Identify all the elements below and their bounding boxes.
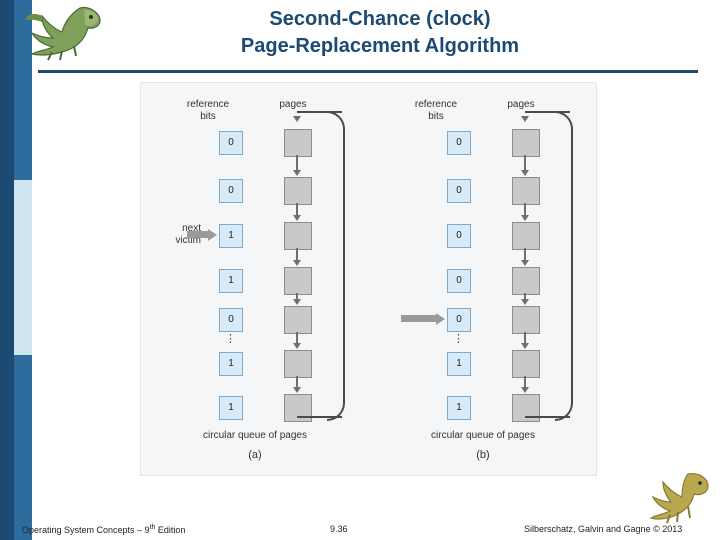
panel-a-page-box-0 xyxy=(284,129,312,157)
footer-left-sup: th xyxy=(149,524,156,531)
panel-a-ref-bit-5: 1 xyxy=(219,352,243,376)
figure-second-chance-diagram: reference bits pages 0 0 1 1 0 1 1 ⋮ ⋮ xyxy=(140,82,597,476)
panel-a-pages-header: pages xyxy=(279,99,307,110)
panel-a-loop-arrow xyxy=(293,116,301,122)
panel-a-connector-4 xyxy=(296,332,298,344)
panel-a-ref-bits-ellipsis: ⋮ xyxy=(225,333,236,345)
panel-a-page-box-3 xyxy=(284,267,312,295)
footer-copyright: Silberschatz, Galvin and Gagne © 2013 xyxy=(524,524,683,534)
panel-b-connector-4 xyxy=(524,332,526,344)
page-title-line2: Page-Replacement Algorithm xyxy=(240,35,520,57)
panel-a-ref-bit-0: 0 xyxy=(219,131,243,155)
panel-a-arrow-5 xyxy=(293,387,301,393)
panel-b-loop-top xyxy=(525,111,570,113)
panel-a-loop-right xyxy=(327,111,345,421)
panel-a-caption-queue: circular queue of pages xyxy=(203,430,307,441)
panel-b-connector-3 xyxy=(524,293,526,300)
panel-b-arrow-0 xyxy=(521,170,529,176)
panel-b-ref-bit-3: 0 xyxy=(447,269,471,293)
panel-a-caption-label: (a) xyxy=(248,449,262,461)
panel-a-page-box-1 xyxy=(284,177,312,205)
panel-b-next-victim-arrow-icon xyxy=(401,313,445,325)
panel-a-ref-bit-1: 0 xyxy=(219,179,243,203)
panel-b-ref-bit-5: 1 xyxy=(447,352,471,376)
panel-a-arrow-3 xyxy=(293,299,301,305)
panel-a-page-box-5 xyxy=(284,350,312,378)
footer-left: Operating System Concepts – 9th Edition xyxy=(22,524,185,535)
panel-b-page-box-0 xyxy=(512,129,540,157)
panel-a-loop-bottom xyxy=(297,416,342,418)
panel-a-next-victim-arrow-icon xyxy=(187,229,217,241)
panel-b-pages-header: pages xyxy=(507,99,535,110)
left-accent-bar-mid-bottom xyxy=(14,355,32,540)
panel-a-reference-bits-header: reference bits xyxy=(186,99,230,122)
panel-b-connector-2 xyxy=(524,248,526,261)
panel-b-page-box-4 xyxy=(512,306,540,334)
dinosaur-footer-icon xyxy=(649,473,709,524)
page-title: Second-Chance (clock) Page-Replacement A… xyxy=(120,6,640,60)
panel-b-ref-bit-0: 0 xyxy=(447,131,471,155)
panel-b-page-box-3 xyxy=(512,267,540,295)
panel-a-arrow-1 xyxy=(293,215,301,221)
panel-b-loop-bottom xyxy=(525,416,570,418)
panel-b-caption-label: (b) xyxy=(476,449,490,461)
panel-a-connector-1 xyxy=(296,203,298,216)
panel-b-arrow-4 xyxy=(521,343,529,349)
figure-panel-b: reference bits pages 0 0 0 0 0 1 1 ⋮ ⋮ xyxy=(369,83,596,475)
panel-b-page-box-5 xyxy=(512,350,540,378)
panel-b-arrow-5 xyxy=(521,387,529,393)
panel-a-next-victim-label: next victim xyxy=(175,223,201,246)
panel-a-ref-bit-4: 0 xyxy=(219,308,243,332)
panel-a-connector-5 xyxy=(296,376,298,388)
left-accent-bar-dark xyxy=(0,0,14,540)
panel-b-connector-5 xyxy=(524,376,526,388)
footer-left-tail: Edition xyxy=(155,525,186,535)
page-title-line1: Second-Chance (clock) xyxy=(269,8,491,30)
panel-a-arrow-0 xyxy=(293,170,301,176)
figure-panel-a: reference bits pages 0 0 1 1 0 1 1 ⋮ ⋮ xyxy=(141,83,368,475)
panel-b-page-box-2 xyxy=(512,222,540,250)
panel-a-ref-bit-2: 1 xyxy=(219,224,243,248)
dinosaur-logo-icon xyxy=(25,6,101,61)
panel-b-loop-arrow xyxy=(521,116,529,122)
panel-b-ref-bit-6: 1 xyxy=(447,396,471,420)
footer-slide-number: 9.36 xyxy=(330,524,348,534)
left-accent-bar-mid-top xyxy=(14,0,32,180)
panel-a-ref-bit-6: 1 xyxy=(219,396,243,420)
panel-b-arrow-1 xyxy=(521,215,529,221)
panel-a-ref-bit-3: 1 xyxy=(219,269,243,293)
panel-b-page-box-1 xyxy=(512,177,540,205)
panel-a-connector-3 xyxy=(296,293,298,300)
panel-a-page-box-2 xyxy=(284,222,312,250)
panel-b-ref-bit-1: 0 xyxy=(447,179,471,203)
panel-b-caption-queue: circular queue of pages xyxy=(431,430,535,441)
panel-b-connector-0 xyxy=(524,155,526,171)
footer-left-text: Operating System Concepts – 9 xyxy=(22,525,150,535)
panel-a-connector-2 xyxy=(296,248,298,261)
panel-a-loop-top xyxy=(297,111,342,113)
panel-b-reference-bits-header: reference bits xyxy=(414,99,458,122)
panel-a-connector-0 xyxy=(296,155,298,171)
panel-b-ref-bits-ellipsis: ⋮ xyxy=(453,333,464,345)
panel-b-connector-1 xyxy=(524,203,526,216)
panel-a-arrow-4 xyxy=(293,343,301,349)
panel-b-arrow-2 xyxy=(521,260,529,266)
title-divider xyxy=(38,70,698,73)
panel-b-ref-bit-4: 0 xyxy=(447,308,471,332)
panel-b-arrow-3 xyxy=(521,299,529,305)
panel-a-arrow-2 xyxy=(293,260,301,266)
left-accent-bar-light xyxy=(14,180,32,355)
panel-b-loop-right xyxy=(555,111,573,421)
panel-a-page-box-4 xyxy=(284,306,312,334)
panel-b-ref-bit-2: 0 xyxy=(447,224,471,248)
